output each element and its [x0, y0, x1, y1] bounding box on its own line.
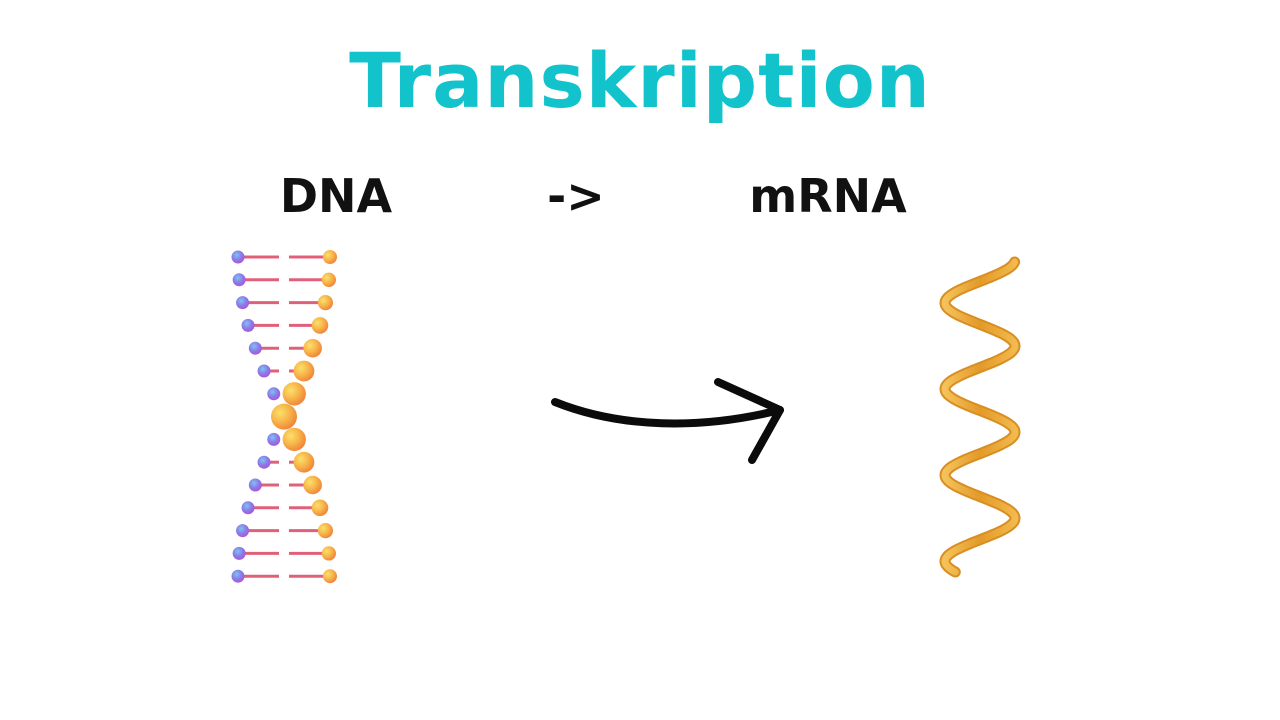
- dna-nucleotide: [323, 569, 337, 584]
- dna-nucleotide: [321, 546, 336, 561]
- dna-label: DNA: [279, 169, 393, 223]
- dna-nucleotide: [236, 296, 250, 310]
- dna-nucleotide: [282, 427, 306, 452]
- mrna-single-helix-icon: [939, 256, 1021, 578]
- dna-nucleotide: [293, 360, 315, 382]
- dna-nucleotide: [303, 338, 322, 358]
- curved-arrow-icon: [551, 378, 784, 464]
- dna-nucleotide: [282, 382, 306, 406]
- dna-nucleotide: [241, 318, 255, 332]
- dna-nucleotide: [232, 546, 246, 560]
- dna-nucleotide: [248, 478, 262, 492]
- dna-nucleotide: [231, 250, 245, 264]
- mrna-label: mRNA: [749, 169, 907, 223]
- dna-nucleotide: [267, 432, 281, 446]
- dna-nucleotide: [271, 403, 297, 430]
- dna-nucleotide: [267, 387, 281, 401]
- dna-nucleotide: [248, 341, 262, 355]
- dna-double-helix-icon: [231, 250, 337, 584]
- dna-nucleotide: [231, 569, 245, 583]
- dna-nucleotide: [232, 273, 246, 287]
- dna-nucleotide: [311, 499, 329, 517]
- dna-nucleotide: [317, 295, 334, 311]
- dna-nucleotide: [303, 475, 322, 495]
- dna-nucleotide: [257, 455, 271, 469]
- mrna-ribbon: [941, 258, 1019, 576]
- page-title: Transkription: [349, 36, 931, 125]
- dna-nucleotide: [293, 451, 315, 473]
- dna-nucleotide: [241, 501, 255, 515]
- dna-nucleotide: [321, 272, 336, 287]
- dna-nucleotide: [317, 523, 334, 539]
- dna-nucleotide: [257, 364, 271, 378]
- dna-nucleotide: [236, 524, 250, 538]
- dna-nucleotide: [323, 250, 337, 264]
- transition-arrow-label: ->: [547, 169, 605, 223]
- dna-nucleotide: [311, 317, 329, 334]
